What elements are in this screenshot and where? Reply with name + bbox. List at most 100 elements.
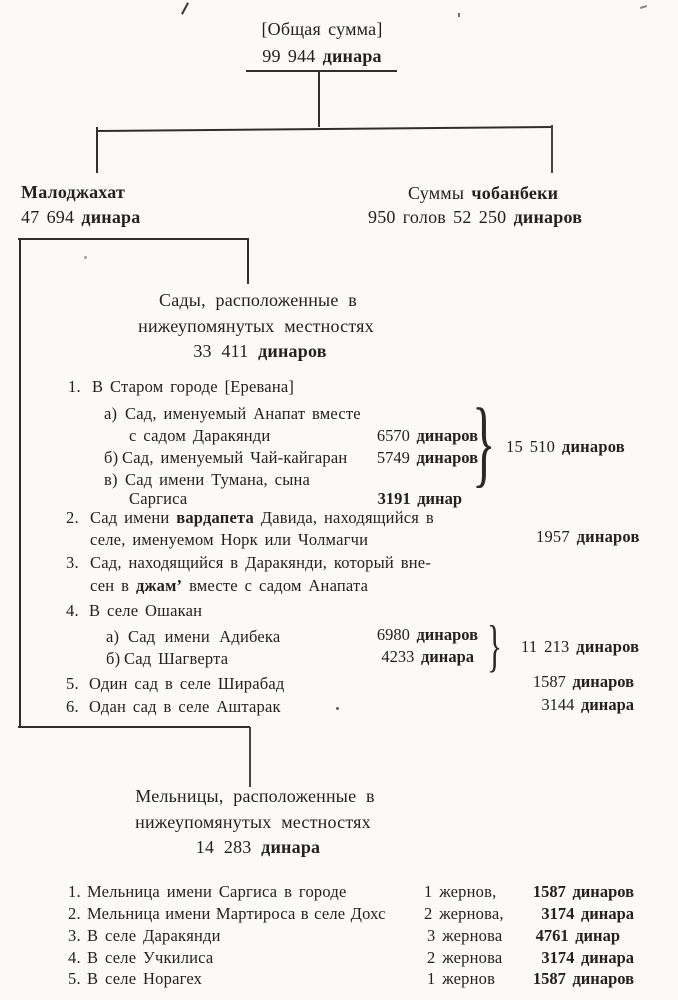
garden-item-amount: 1587 динаров <box>510 672 634 692</box>
garden-group-total: 11 213 динаров <box>521 637 639 656</box>
connector-branch-right-drop <box>551 125 553 173</box>
garden-item-text: В Старом городе [Еревана] <box>92 377 295 396</box>
mills-total: 14 283 динара <box>196 837 320 858</box>
scan-speck <box>458 13 460 17</box>
mills-heading-line1: Мельницы, расположенные в <box>135 786 375 806</box>
garden-subitem-text: Сад Шагверта <box>124 649 229 668</box>
garden-subitem-letter: а) <box>104 404 118 423</box>
amount-value: 1957 <box>536 527 570 546</box>
text-segment: Давида, находящийся в <box>260 508 434 527</box>
garden-subitem-text: Сад, именуемый Чай-кайгаран <box>122 448 348 467</box>
branch-right-currency: динаров <box>513 207 583 227</box>
amount-currency: динаров <box>416 426 478 445</box>
mill-text: Мельница имени Мартироса в селе Дохс <box>87 904 386 923</box>
amount-value: 4233 <box>381 647 415 666</box>
garden-item-number: 3. <box>66 553 79 572</box>
garden-subitem-text: Сад, именуемый Анапат вместе <box>125 404 361 423</box>
mill-stones: 2 жернова, <box>424 904 504 923</box>
garden-subitem-amount: 6570 динаров <box>350 426 478 446</box>
branch-left-currency: динара <box>81 207 141 227</box>
amount-currency: динаров <box>561 437 625 456</box>
garden-subitem-text: Сад имени Адибека <box>128 627 281 646</box>
text-segment: вместе с садом Анапата <box>189 576 369 595</box>
gardens-total: 33 411 динаров <box>193 341 326 362</box>
total-sum-value: 99 944 <box>262 46 316 66</box>
mill-stones: 1 жернов, <box>424 882 497 901</box>
amount-currency: динаров <box>576 637 640 656</box>
garden-item-number: 6. <box>66 697 79 716</box>
mill-stones: 3 жернова <box>427 926 503 945</box>
garden-item-text: селе, именуемом Норк или Чолмагчи <box>90 530 369 549</box>
mill-stones: 1 жернов <box>427 969 496 988</box>
text-segment-bold: джам’ <box>135 576 183 595</box>
branch-right-value: 950 голов 52 250 <box>368 207 507 227</box>
text-segment: Сад имени <box>90 508 170 527</box>
amount-value: 3174 <box>541 904 575 923</box>
amount-value: 3191 <box>377 489 411 508</box>
group-brace: } <box>487 615 503 678</box>
mills-total-value: 14 283 <box>195 837 252 857</box>
group-brace: } <box>472 389 496 497</box>
amount-currency: динара <box>580 695 634 714</box>
mills-heading-line2: нижеупомянутых местностях <box>135 812 371 832</box>
garden-item-number: 5. <box>66 674 79 693</box>
garden-subitem-letter: б) <box>104 448 119 467</box>
mill-amount: 4761 динар <box>510 926 620 946</box>
amount-value: 4761 <box>535 926 569 945</box>
mill-text: Мельница имени Саргиса в городе <box>87 882 347 901</box>
gardens-heading-line1: Сады, расположенные в <box>159 290 357 310</box>
amount-currency: динаров <box>572 969 634 988</box>
total-sum-amount: 99 944 динара <box>262 46 381 67</box>
garden-item-number: 2. <box>66 508 79 527</box>
branch-right-title: Суммы чобанбеки <box>408 183 558 204</box>
mill-text: В селе Норагех <box>87 969 203 988</box>
connector-branch-left-drop <box>96 127 98 173</box>
amount-value: 6980 <box>376 625 410 644</box>
amount-value: 5749 <box>376 448 410 467</box>
amount-currency: динаров <box>416 448 478 467</box>
mill-amount: 1587 динаров <box>510 882 634 902</box>
amount-value: 1587 <box>532 882 566 901</box>
amount-currency: динаров <box>572 882 634 901</box>
scan-speck <box>84 256 87 259</box>
total-sum-label: [Общая сумма] <box>261 19 383 39</box>
bracket-gardens-left <box>19 239 21 728</box>
amount-value: 15 510 <box>506 437 556 456</box>
garden-subitem-amount: 5749 динаров <box>350 448 478 468</box>
garden-item-text: Один сад в селе Ширабад <box>89 674 285 693</box>
amount-value: 3144 <box>541 695 575 714</box>
amount-currency: динара <box>420 647 474 666</box>
garden-subitem-text: с садом Даракянди <box>129 426 271 445</box>
mill-text: В селе Даракянди <box>87 926 221 945</box>
garden-item-text: В селе Ошакан <box>89 601 203 620</box>
garden-group-total: 15 510 динаров <box>506 437 625 456</box>
garden-subitem-letter: в) <box>104 470 118 489</box>
mill-number: 1. <box>68 882 81 901</box>
scan-speck <box>336 707 339 710</box>
branch-left-title: Малоджахат <box>21 182 126 202</box>
garden-subitem-text: Саргиса <box>129 489 188 508</box>
branch-right-title-pre: Суммы <box>408 183 465 203</box>
scan-speck <box>181 2 189 15</box>
garden-item-amount: 1957 динаров <box>536 527 640 546</box>
total-sum-currency: динара <box>322 46 382 66</box>
garden-item-text: сен в джам’ вместе с садом Анапата <box>90 576 368 595</box>
amount-currency: динара <box>580 948 634 967</box>
mill-text: В селе Учкилиса <box>87 948 214 967</box>
amount-currency: динаров <box>572 672 634 691</box>
connector-root-underline <box>246 70 397 72</box>
amount-value: 1587 <box>532 672 566 691</box>
branch-right-title-bold: чобанбеки <box>471 183 559 203</box>
mills-total-currency: динара <box>261 837 321 857</box>
amount-currency: динаров <box>576 527 640 546</box>
connector-mills-top <box>18 726 250 728</box>
amount-currency: динара <box>580 904 634 923</box>
mill-number: 2. <box>68 904 81 923</box>
garden-subitem-amount: 3191 динар <box>340 489 462 509</box>
garden-item-text: Одан сад в селе Аштарак <box>89 697 281 716</box>
amount-currency: динар <box>417 489 462 508</box>
branch-left-amount: 47 694 динара <box>21 207 140 228</box>
mill-stones: 2 жернова <box>427 948 503 967</box>
connector-branch-horizontal <box>96 126 554 132</box>
